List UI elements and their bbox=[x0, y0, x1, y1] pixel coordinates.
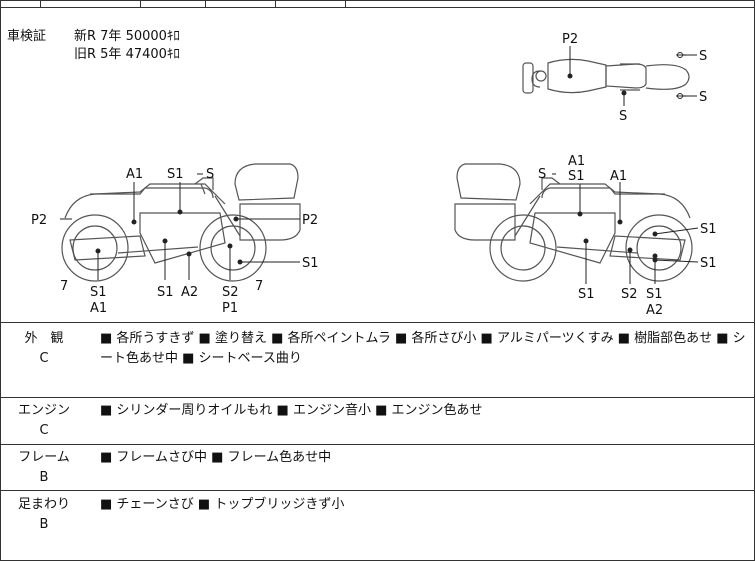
marker-right-s1-top: S1 bbox=[568, 169, 585, 184]
marker-left-s1-mid: S1 bbox=[157, 285, 174, 300]
category-name: フレーム bbox=[18, 450, 70, 465]
marker-top-s-bottom: S bbox=[619, 109, 627, 124]
registration-line-new: 新R 7年 50000ｷﾛ bbox=[74, 29, 180, 44]
registration-label: 車検証 bbox=[7, 29, 47, 44]
marker-left-s2: S2 bbox=[222, 285, 239, 300]
marker-left-7-left: 7 bbox=[60, 279, 68, 294]
section-suspension: 足まわり B ■ チェーンさび ■ トップブリッジきず小 bbox=[0, 491, 755, 559]
category-grade: B bbox=[39, 517, 49, 532]
marker-top-s-lower: S bbox=[699, 90, 707, 105]
registration-line-old: 旧R 5年 47400ｷﾛ bbox=[74, 47, 180, 62]
marker-right-s: S bbox=[538, 167, 546, 182]
marker-left-p2-right: P2 bbox=[302, 213, 318, 228]
marker-right-s1-upper: S1 bbox=[700, 222, 717, 237]
motorcycle-diagrams: P2 S S S A1 S1 S P2 P2 S1 7 7 S1 A1 S1 A… bbox=[31, 32, 717, 318]
category-name: エンジン bbox=[17, 403, 70, 418]
section-description: ■ 各所うすきず ■ 塗り替え ■ 各所ペイントムラ ■ 各所さび小 ■ アルミ… bbox=[100, 331, 746, 366]
section-frame: フレーム B ■ フレームさび中 ■ フレーム色あせ中 bbox=[0, 445, 755, 491]
marker-left-s1-top: S1 bbox=[167, 167, 184, 182]
category-grade: C bbox=[39, 423, 49, 438]
bike-right-view bbox=[454, 163, 693, 282]
header-row-remnant bbox=[0, 0, 755, 8]
marker-left-a1-bottom: A1 bbox=[90, 301, 107, 316]
section-description: ■ チェーンさび ■ トップブリッジきず小 bbox=[100, 497, 345, 512]
marker-left-a1-top: A1 bbox=[126, 167, 143, 182]
category-grade: C bbox=[39, 351, 49, 366]
marker-left-s1-bottom: S1 bbox=[90, 285, 107, 300]
section-exterior: 外 観 C ■ 各所うすきず ■ 塗り替え ■ 各所ペイントムラ ■ 各所さび小… bbox=[0, 323, 755, 398]
section-category: エンジン C bbox=[0, 401, 88, 441]
section-category: 外 観 C bbox=[0, 329, 88, 369]
marker-left-s1-right: S1 bbox=[302, 256, 319, 271]
category-name: 外 観 bbox=[24, 331, 64, 346]
marker-top-s-upper: S bbox=[699, 49, 707, 64]
marker-left-7-right: 7 bbox=[255, 279, 263, 294]
condition-diagram: 車検証 新R 7年 50000ｷﾛ 旧R 5年 47400ｷﾛ bbox=[0, 8, 755, 323]
section-engine: エンジン C ■ シリンダー周りオイルもれ ■ エンジン音小 ■ エンジン色あせ bbox=[0, 398, 755, 445]
section-category: 足まわり B bbox=[0, 495, 88, 535]
marker-right-s1-rear: S1 bbox=[646, 287, 663, 302]
marker-left-a2: A2 bbox=[181, 285, 198, 300]
section-description: ■ フレームさび中 ■ フレーム色あせ中 bbox=[100, 450, 332, 465]
category-name: 足まわり bbox=[17, 497, 70, 512]
marker-right-a1: A1 bbox=[610, 169, 627, 184]
category-grade: B bbox=[39, 470, 49, 485]
marker-left-s-top: S bbox=[206, 167, 214, 182]
section-description: ■ シリンダー周りオイルもれ ■ エンジン音小 ■ エンジン色あせ bbox=[100, 403, 483, 418]
marker-left-p2-left: P2 bbox=[31, 213, 47, 228]
marker-right-s2: S2 bbox=[621, 287, 638, 302]
bike-left-view bbox=[61, 163, 301, 282]
marker-left-p1: P1 bbox=[222, 301, 238, 316]
bike-top-view bbox=[522, 54, 690, 97]
marker-right-s1-bottom: S1 bbox=[578, 287, 595, 302]
marker-right-s1-lower: S1 bbox=[700, 256, 717, 271]
marker-right-a1-top: A1 bbox=[568, 154, 585, 169]
marker-top-p2: P2 bbox=[562, 32, 578, 47]
marker-right-a2: A2 bbox=[646, 303, 663, 318]
section-category: フレーム B bbox=[0, 448, 88, 488]
